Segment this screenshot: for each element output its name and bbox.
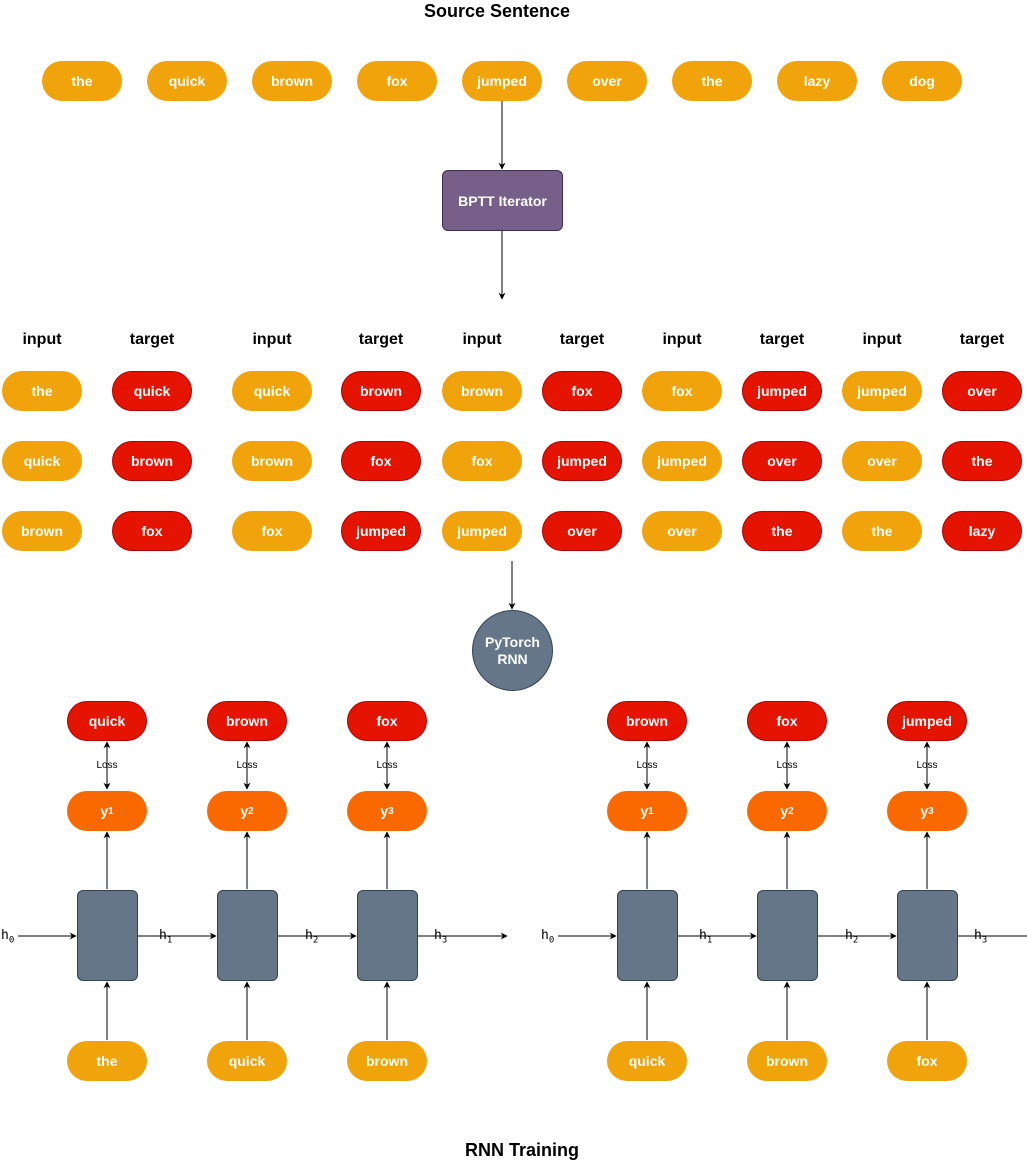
source-sentence-title: Source Sentence — [423, 1, 571, 21]
rnn-cell-unroll-2-step-1 — [617, 890, 678, 981]
batch-3-target-1: fox — [542, 371, 622, 411]
unroll-1-input-3: brown — [347, 1041, 427, 1081]
batch-2-target-header: target — [358, 331, 404, 348]
source-word-5: jumped — [462, 61, 542, 101]
rnn-cell-unroll-1-step-3 — [357, 890, 418, 981]
unroll-2-target-3: jumped — [887, 701, 967, 741]
batch-3-input-header: input — [462, 331, 502, 348]
batch-2-target-3: jumped — [341, 511, 421, 551]
batch-3-input-2: fox — [442, 441, 522, 481]
batch-1-input-header: input — [22, 331, 62, 348]
unroll-1-target-3: fox — [347, 701, 427, 741]
source-word-1: the — [42, 61, 122, 101]
unroll-1-target-1: quick — [67, 701, 147, 741]
batch-3-input-1: brown — [442, 371, 522, 411]
batch-1-input-3: brown — [2, 511, 82, 551]
batch-4-target-header: target — [759, 331, 805, 348]
pytorch-rnn-label-line1: PyTorch — [485, 633, 540, 650]
batch-2-input-2: brown — [232, 441, 312, 481]
unroll-2-target-2: fox — [747, 701, 827, 741]
batch-5-target-2: the — [942, 441, 1022, 481]
batch-5-input-3: the — [842, 511, 922, 551]
batch-5-input-1: jumped — [842, 371, 922, 411]
batch-1-input-2: quick — [2, 441, 82, 481]
batch-1-target-header: target — [129, 331, 175, 348]
unroll-2-target-1: brown — [607, 701, 687, 741]
batch-2-target-2: fox — [341, 441, 421, 481]
source-word-2: quick — [147, 61, 227, 101]
rnn-training-title: RNN Training — [464, 1140, 579, 1160]
rnn-cell-unroll-1-step-1 — [77, 890, 138, 981]
batch-2-input-header: input — [252, 331, 292, 348]
batch-5-target-header: target — [959, 331, 1005, 348]
unroll-2-input-2: brown — [747, 1041, 827, 1081]
batch-1-target-3: fox — [112, 511, 192, 551]
source-word-9: dog — [882, 61, 962, 101]
source-word-4: fox — [357, 61, 437, 101]
unroll-1-target-2: brown — [207, 701, 287, 741]
bptt-iterator-label: BPTT Iterator — [458, 192, 547, 209]
source-word-7: the — [672, 61, 752, 101]
batch-2-target-1: brown — [341, 371, 421, 411]
unroll-1-input-1: the — [67, 1041, 147, 1081]
hidden-state-label-0: h0 — [540, 928, 556, 948]
batch-4-target-3: the — [742, 511, 822, 551]
batch-3-target-header: target — [559, 331, 605, 348]
batch-3-target-3: over — [542, 511, 622, 551]
batch-5-input-header: input — [862, 331, 902, 348]
pytorch-rnn-node: PyTorch RNN — [472, 610, 553, 691]
batch-3-input-3: jumped — [442, 511, 522, 551]
hidden-state-label-0: h0 — [0, 928, 16, 948]
batch-5-target-3: lazy — [942, 511, 1022, 551]
source-word-3: brown — [252, 61, 332, 101]
rnn-cell-unroll-2-step-2 — [757, 890, 818, 981]
unroll-1-input-2: quick — [207, 1041, 287, 1081]
batch-3-target-2: jumped — [542, 441, 622, 481]
rnn-cell-unroll-2-step-3 — [897, 890, 958, 981]
batch-4-input-3: over — [642, 511, 722, 551]
batch-4-input-header: input — [662, 331, 702, 348]
batch-5-input-2: over — [842, 441, 922, 481]
batch-4-input-1: fox — [642, 371, 722, 411]
batch-1-input-1: the — [2, 371, 82, 411]
batch-4-input-2: jumped — [642, 441, 722, 481]
batch-4-target-1: jumped — [742, 371, 822, 411]
unroll-2-input-1: quick — [607, 1041, 687, 1081]
batch-4-target-2: over — [742, 441, 822, 481]
unroll-2-input-3: fox — [887, 1041, 967, 1081]
batch-1-target-1: quick — [112, 371, 192, 411]
batch-1-target-2: brown — [112, 441, 192, 481]
source-word-8: lazy — [777, 61, 857, 101]
rnn-cell-unroll-1-step-2 — [217, 890, 278, 981]
batch-2-input-3: fox — [232, 511, 312, 551]
batch-5-target-1: over — [942, 371, 1022, 411]
source-word-6: over — [567, 61, 647, 101]
bptt-iterator-box: BPTT Iterator — [442, 170, 563, 231]
pytorch-rnn-label-line2: RNN — [497, 650, 528, 667]
batch-2-input-1: quick — [232, 371, 312, 411]
